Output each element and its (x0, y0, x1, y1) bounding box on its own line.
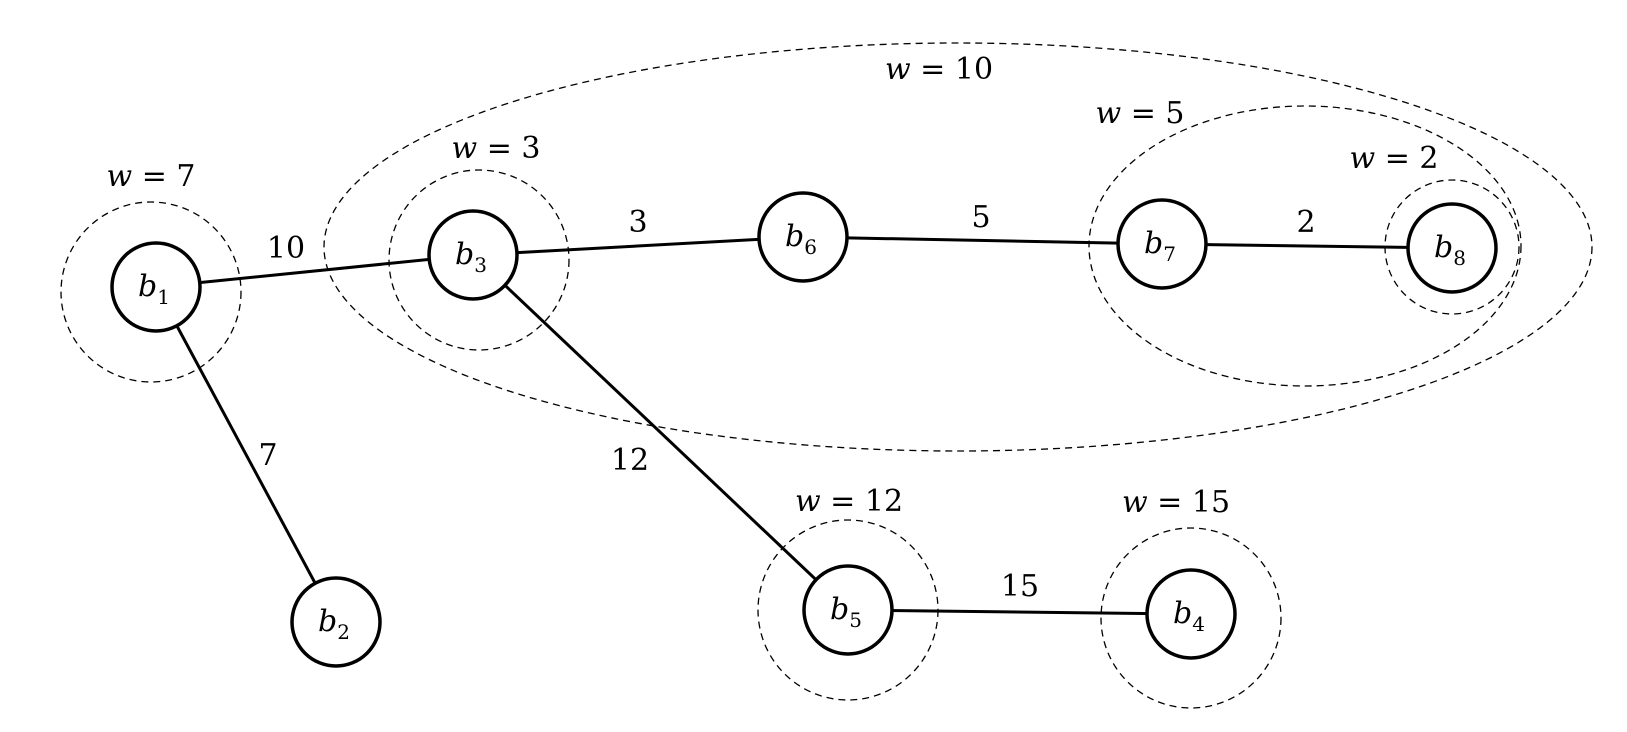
node-label-b3: b3 (455, 237, 487, 277)
node-b3: b3 (427, 209, 519, 301)
node-circle-b2 (290, 576, 382, 668)
edge-b5-b4 (847, 608, 1192, 616)
node-circle-b5 (802, 564, 894, 656)
node-circle-b4 (1145, 568, 1237, 660)
node-b8: b8 (1406, 202, 1498, 294)
node-b6: b6 (757, 191, 849, 283)
cluster-outline-b3-b8 (323, 42, 1593, 452)
edges (154, 235, 1453, 623)
node-label-b1: b1 (138, 269, 170, 309)
edge-label-b7-b8: 2 (1296, 205, 1315, 240)
edge-b3-b5 (471, 253, 850, 612)
node-b2: b2 (290, 576, 382, 668)
node-b4: b4 (1145, 568, 1237, 660)
clusters (60, 42, 1593, 709)
edge-labels: 10 7 3 12 5 2 15 (258, 200, 1315, 604)
cluster-label-b3: w = 3 (452, 131, 541, 166)
cluster-label-b7-b8: w = 5 (1096, 96, 1185, 131)
cluster-label-b4: w = 15 (1122, 485, 1230, 520)
node-label-b2: b2 (318, 604, 350, 644)
node-b1: b1 (110, 241, 202, 333)
edge-b3-b6 (472, 235, 804, 257)
node-circle-b3 (427, 209, 519, 301)
cluster-label-b5: w = 12 (795, 484, 903, 519)
cluster-label-b8: w = 2 (1350, 141, 1439, 176)
node-label-b6: b6 (785, 219, 817, 259)
edge-b1-b2 (154, 286, 338, 623)
node-circle-b8 (1406, 202, 1498, 294)
edge-b7-b8 (1161, 242, 1453, 250)
edge-b1-b3 (155, 253, 474, 289)
cluster-labels: w = 7 w = 3 w = 2 w = 5 w = 10 w = 12 w … (107, 52, 1439, 520)
edge-label-b1-b2: 7 (258, 438, 277, 473)
edge-label-b5-b4: 15 (1001, 569, 1039, 604)
node-circle-b7 (1116, 198, 1208, 290)
node-circle-b6 (757, 191, 849, 283)
node-label-b5: b5 (830, 592, 862, 632)
edge-label-b6-b7: 5 (971, 200, 990, 235)
node-label-b7: b7 (1144, 226, 1176, 266)
cluster-label-b3-b8: w = 10 (885, 52, 993, 87)
node-circle-b1 (110, 241, 202, 333)
cluster-outline-b1 (60, 201, 242, 383)
cluster-label-b1: w = 7 (107, 159, 196, 194)
node-label-b8: b8 (1434, 230, 1466, 270)
edge-label-b3-b5: 12 (611, 443, 649, 478)
cluster-outline-b4 (1100, 527, 1282, 709)
cluster-outline-b3 (388, 169, 570, 351)
node-label-b4: b4 (1173, 596, 1205, 636)
node-b5: b5 (802, 564, 894, 656)
node-b7: b7 (1116, 198, 1208, 290)
edge-b6-b7 (802, 235, 1163, 246)
edge-label-b1-b3: 10 (267, 231, 305, 266)
cluster-outline-b7-b8 (1088, 105, 1522, 387)
edge-label-b3-b6: 3 (628, 205, 647, 240)
nodes: b1 b2 b3 b4 b5 (110, 191, 1498, 668)
